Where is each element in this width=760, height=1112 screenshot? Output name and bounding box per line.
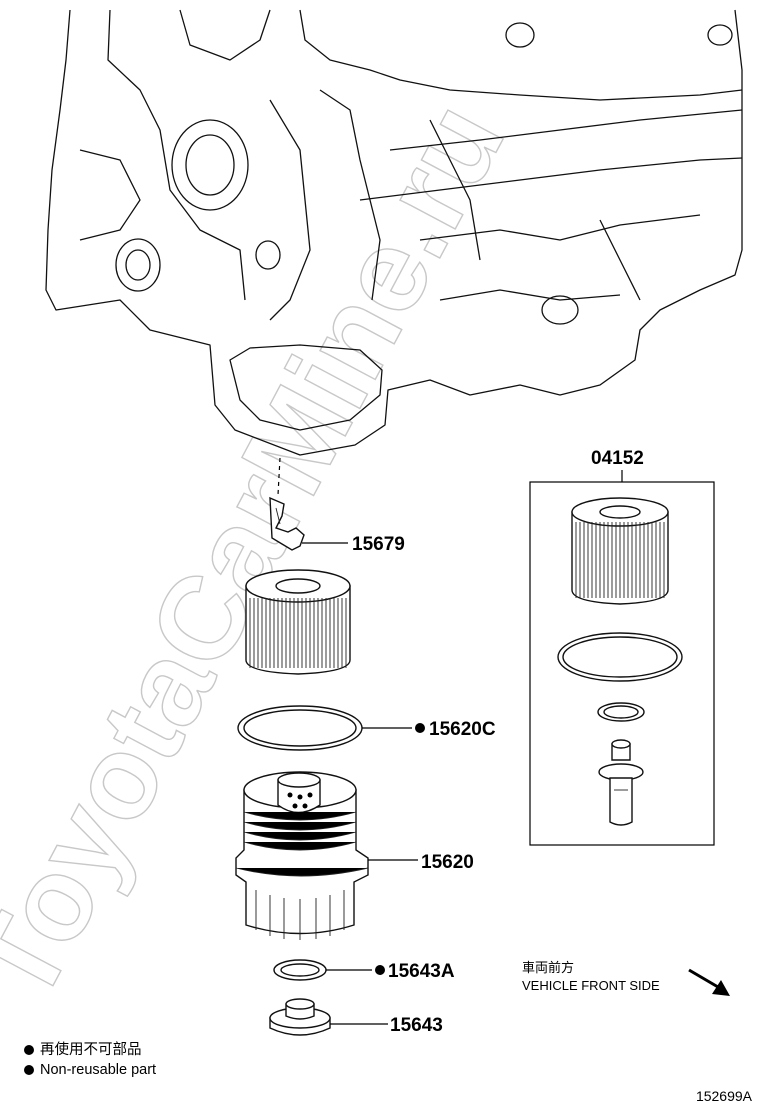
part-number-15643[interactable]: 15643 — [390, 1015, 443, 1036]
leader-engine — [277, 457, 281, 496]
part-number-15620c[interactable]: 15620C — [429, 719, 496, 740]
engine-block — [45, 9, 743, 456]
legend-dot-icon — [24, 1065, 34, 1075]
kit-o-ring-large-icon — [557, 632, 683, 682]
non-reusable-dot-15643a — [375, 965, 385, 975]
front-arrow-icon — [688, 968, 730, 996]
gasket-15643a-icon — [273, 959, 327, 981]
non-reusable-dot-15620c — [415, 723, 425, 733]
oil-filter-element-icon — [245, 569, 351, 675]
legend-english: Non-reusable part — [40, 1062, 157, 1078]
legend-dot-icon — [24, 1045, 34, 1055]
kit-box — [529, 481, 715, 846]
part-number-15620[interactable]: 15620 — [421, 852, 474, 873]
legend: 再使用不可部品 Non-reusable part — [24, 1040, 156, 1080]
part-15679-icon — [269, 496, 305, 551]
legend-japanese: 再使用不可部品 — [40, 1042, 142, 1058]
kit-number-04152[interactable]: 04152 — [591, 448, 644, 469]
part-number-15679[interactable]: 15679 — [352, 534, 405, 555]
legend-row-english: Non-reusable part — [24, 1060, 156, 1080]
o-ring-15620c-icon — [237, 705, 363, 751]
legend-row-japanese: 再使用不可部品 — [24, 1040, 156, 1060]
oil-filter-cap-icon — [235, 771, 369, 940]
kit-o-ring-small-icon — [597, 702, 645, 722]
kit-drain-fitting-icon — [598, 739, 644, 826]
direction-japanese: 車両前方 — [522, 960, 574, 975]
figure-number: 152699A — [695, 1088, 752, 1104]
direction-english: VEHICLE FRONT SIDE — [522, 978, 660, 993]
kit-filter-element-icon — [571, 497, 669, 605]
drain-plug-icon — [269, 998, 331, 1036]
part-number-15643a[interactable]: 15643A — [388, 961, 455, 982]
